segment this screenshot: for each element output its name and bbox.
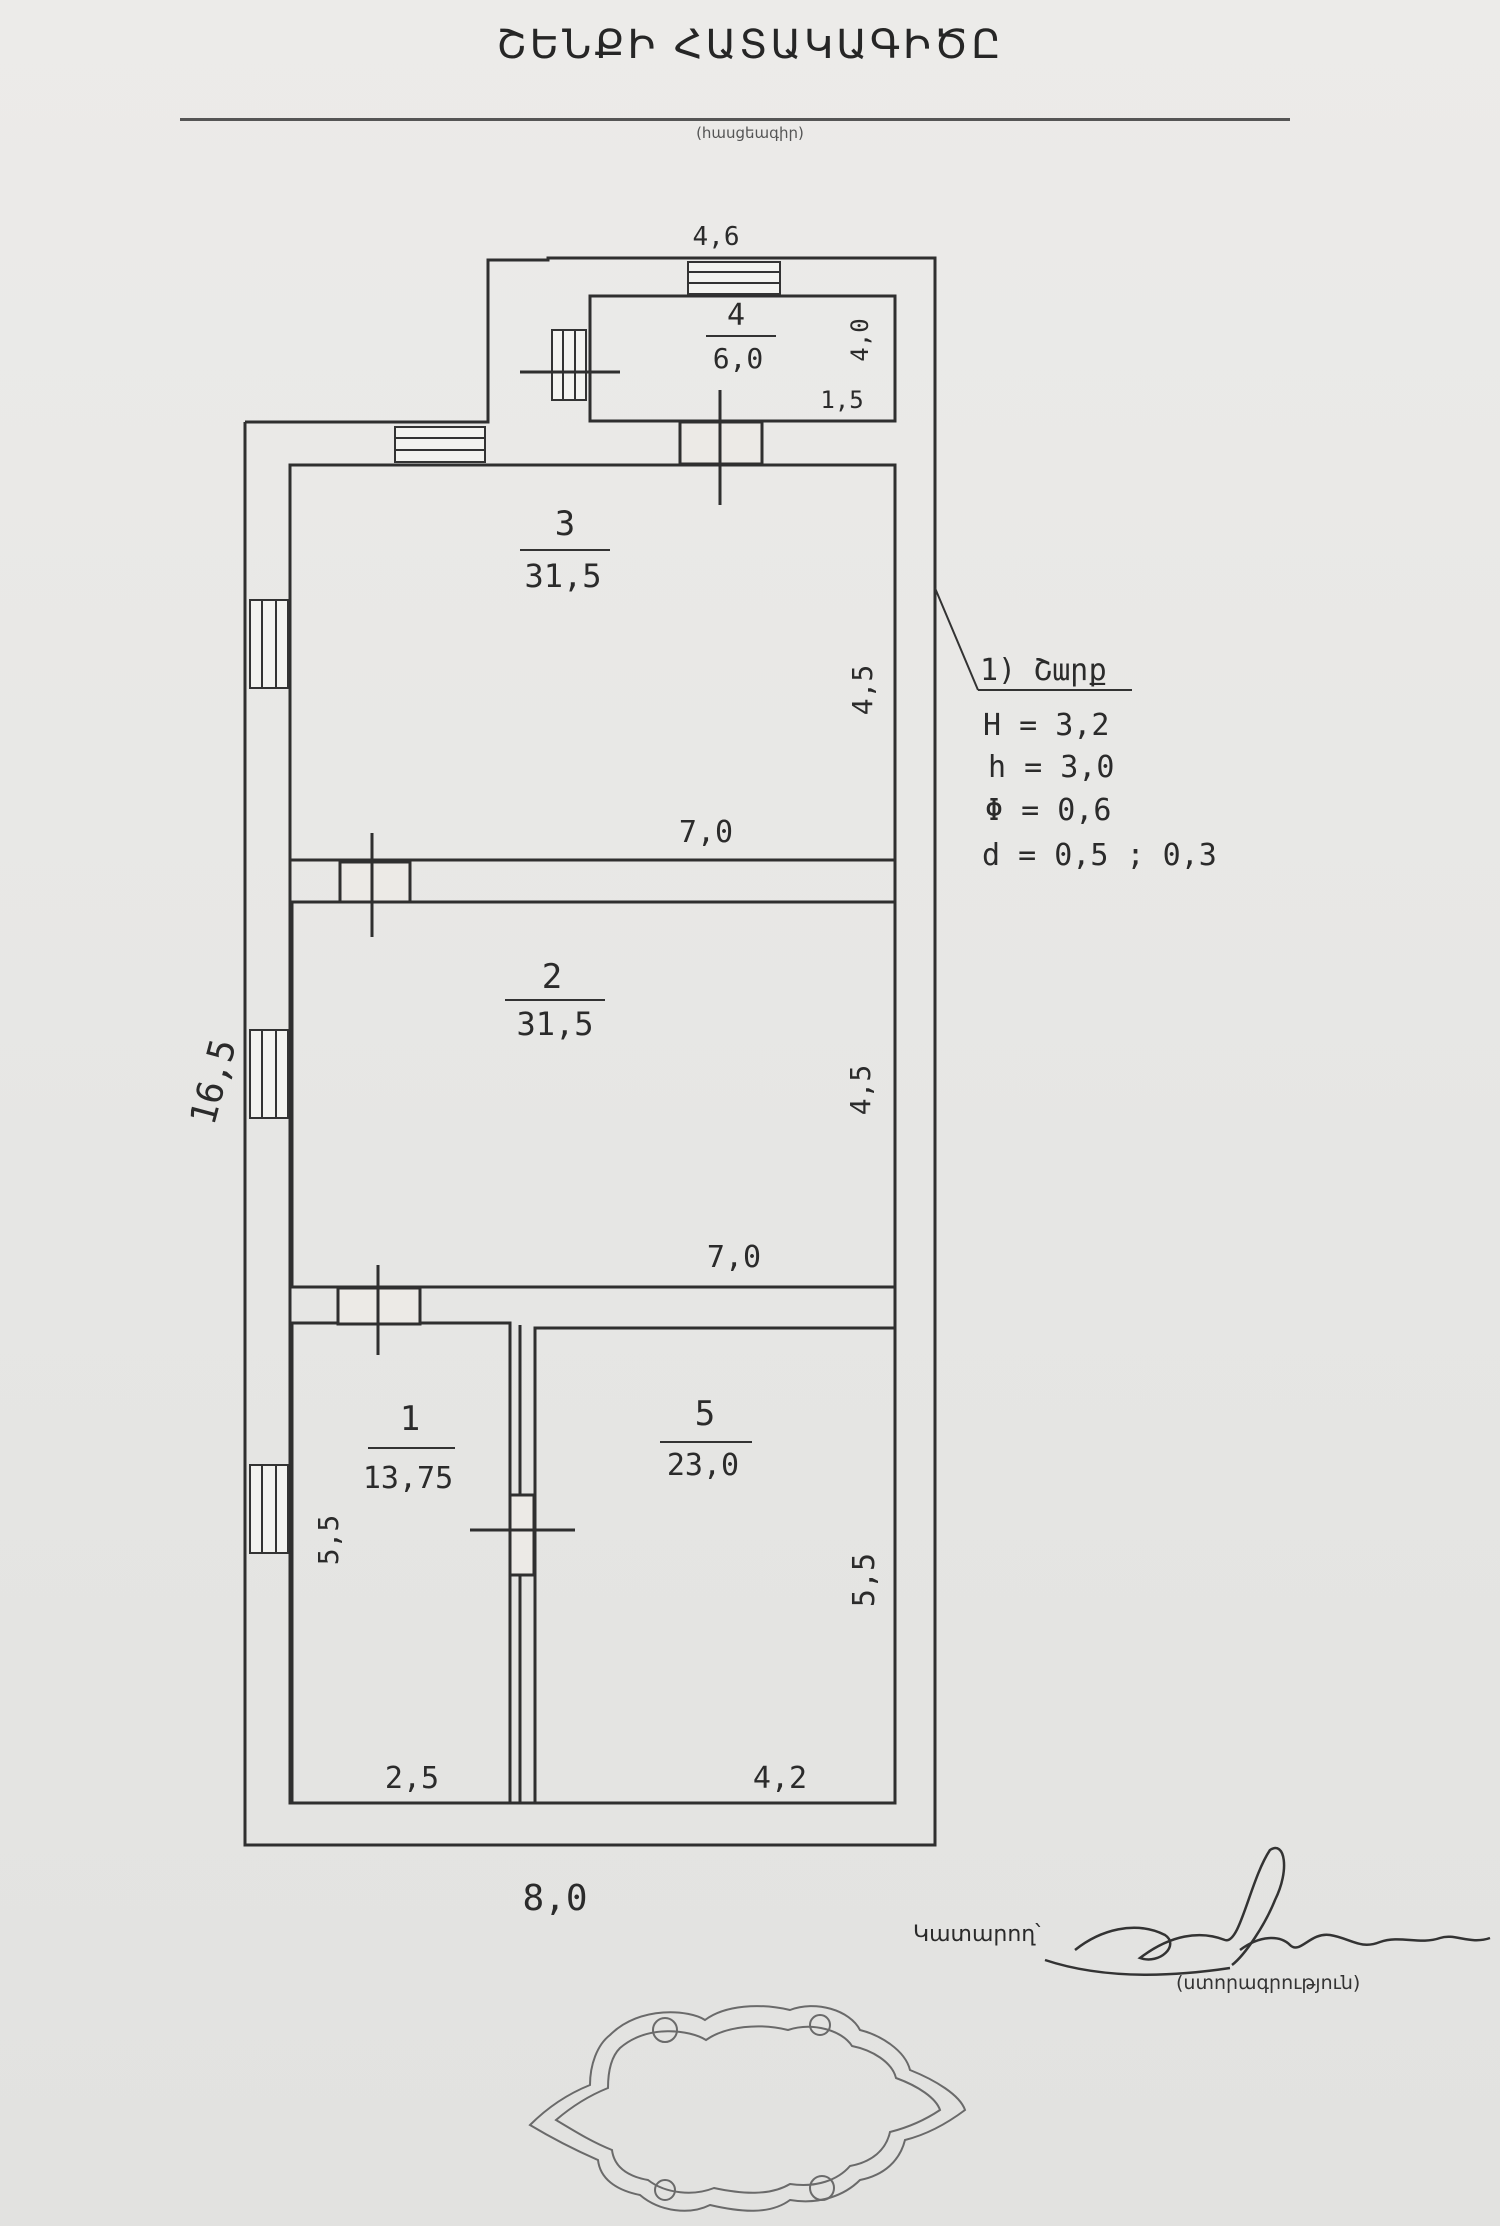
room-1-area: 13,75 (363, 1461, 453, 1496)
annotation-line-3: Φ = 0,6 (985, 793, 1111, 828)
room-4-area: 6,0 (713, 342, 764, 375)
entrance-width: 4,6 (693, 222, 740, 252)
stamp (528, 2005, 967, 2212)
signature (1044, 1846, 1491, 1976)
room-4-number: 4 (727, 298, 745, 333)
window-west-2 (249, 1029, 289, 1119)
window-north-2 (687, 261, 781, 295)
annotation-leader (934, 587, 979, 691)
room-5-number: 5 (695, 1394, 715, 1434)
window-west-3 (249, 1464, 289, 1554)
annotation-line-2: h = 3,0 (988, 750, 1114, 785)
door-1-5 (508, 1493, 536, 1577)
room-3-outline (288, 463, 897, 862)
room-2-outline (290, 900, 897, 1289)
overall-length: 16,5 (183, 1035, 245, 1129)
signature-name: Ա. Բիրոյան (1310, 1922, 1467, 1952)
room-1-length: 5,5 (312, 1515, 345, 1566)
inner-wall (288, 463, 897, 1805)
room-1-number: 1 (400, 1399, 420, 1439)
overall-width: 8,0 (522, 1878, 587, 1919)
door-3-2 (338, 860, 412, 904)
window-west-1 (249, 599, 289, 689)
room-5-area: 23,0 (667, 1448, 739, 1483)
outer-wall (243, 256, 937, 1847)
signature-caption: (ստորագրություն) (1176, 1972, 1361, 1994)
address-caption: (հասցեագիր) (696, 124, 804, 142)
address-rule (180, 118, 1290, 121)
room-2-area: 31,5 (516, 1005, 593, 1043)
room-5-length: 5,5 (847, 1553, 882, 1607)
annotation-line-1: H = 3,2 (983, 708, 1109, 743)
room-4-width: 1,5 (820, 386, 863, 414)
annotation-heading: 1) Շարք (980, 653, 1106, 688)
room-4-length: 4,0 (846, 318, 874, 361)
window-west-4 (551, 329, 587, 401)
room-2-number: 2 (542, 957, 562, 997)
window-north-1 (394, 426, 486, 463)
annotation-line-4: d = 0,5 ; 0,3 (982, 838, 1217, 873)
room-2-width: 7,0 (707, 1240, 761, 1275)
executor-label: Կատարող՝ (913, 1922, 1041, 1947)
room-3-width: 7,0 (679, 815, 733, 850)
room-3-area: 31,5 (524, 557, 601, 595)
room-5-width: 4,2 (753, 1761, 807, 1796)
room-3-length: 4,5 (846, 665, 879, 716)
room-1-width: 2,5 (385, 1761, 439, 1796)
page-title: ՇԵՆՔԻ ՀԱՏԱԿԱԳԻԾԸ (496, 22, 1004, 68)
room-3-number: 3 (555, 504, 575, 544)
room-2-length: 4,5 (844, 1065, 877, 1116)
